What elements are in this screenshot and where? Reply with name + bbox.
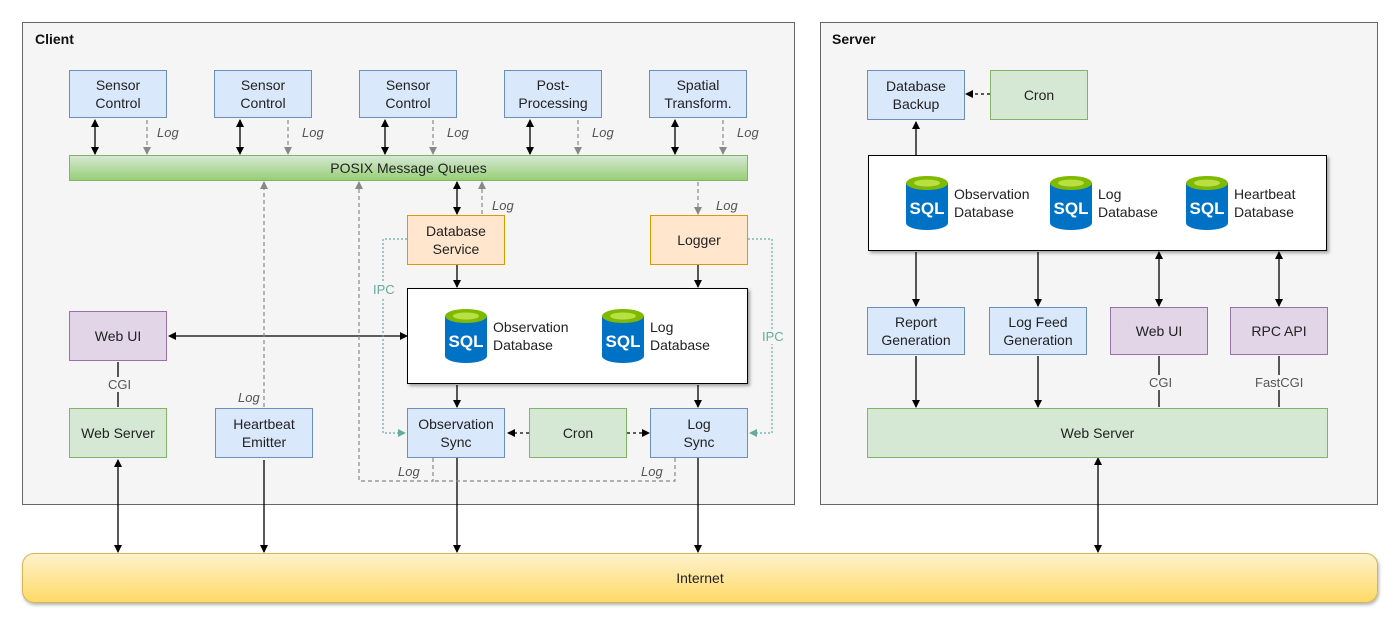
server-heartbeat-database-label: Heartbeat Database	[1234, 186, 1296, 220]
log-label: Log	[157, 125, 179, 140]
log-label: Log	[492, 198, 514, 213]
cgi-label: CGI	[1147, 375, 1175, 390]
sql-icon-text: SQL	[606, 332, 641, 351]
server-web-server[interactable]: Web Server	[867, 408, 1328, 458]
client-web-ui[interactable]: Web UI	[69, 311, 167, 361]
database-service[interactable]: Database Service	[407, 215, 505, 265]
log-label: Log	[238, 390, 260, 405]
database-backup[interactable]: Database Backup	[867, 70, 965, 120]
sensor-control-3[interactable]: Sensor Control	[359, 70, 457, 118]
server-log-database-label: Log Database	[1098, 186, 1158, 220]
log-label: Log	[641, 464, 663, 479]
cgi-label: CGI	[106, 377, 134, 392]
client-log-database: SQL Log Database	[600, 308, 710, 364]
server-cron[interactable]: Cron	[990, 70, 1088, 120]
client-web-server[interactable]: Web Server	[69, 408, 167, 458]
sql-icon-text: SQL	[449, 332, 484, 351]
sql-icon-text: SQL	[1190, 199, 1225, 218]
rpc-api[interactable]: RPC API	[1230, 307, 1328, 355]
sensor-control-1[interactable]: Sensor Control	[69, 70, 167, 118]
spatial-transform[interactable]: Spatial Transform.	[649, 70, 747, 118]
log-label: Log	[302, 125, 324, 140]
log-feed-generation[interactable]: Log Feed Generation	[989, 307, 1087, 355]
client-observation-database-label: Observation Database	[493, 319, 569, 353]
fastcgi-label: FastCGI	[1253, 375, 1306, 390]
client-observation-database: SQL Observation Database	[443, 308, 568, 364]
log-label: Log	[716, 198, 738, 213]
log-label: Log	[447, 125, 469, 140]
client-title: Client	[35, 31, 74, 47]
sql-database-icon: SQL	[1186, 176, 1228, 230]
sql-database-icon: SQL	[906, 176, 948, 230]
log-label: Log	[737, 125, 759, 140]
server-log-database: SQL Log Database	[1048, 175, 1158, 231]
sql-icon-text: SQL	[910, 199, 945, 218]
report-generation[interactable]: Report Generation	[867, 307, 965, 355]
log-sync[interactable]: Log Sync	[650, 408, 748, 458]
heartbeat-emitter[interactable]: Heartbeat Emitter	[215, 408, 313, 458]
log-label: Log	[592, 125, 614, 140]
ipc-label: IPC	[373, 282, 395, 297]
logger[interactable]: Logger	[650, 215, 748, 265]
internet-bar[interactable]: Internet	[22, 553, 1378, 603]
ipc-label: IPC	[762, 329, 784, 344]
log-label: Log	[398, 464, 420, 479]
server-heartbeat-database: SQL Heartbeat Database	[1184, 175, 1295, 231]
sql-database-icon: SQL	[1050, 176, 1092, 230]
server-title: Server	[832, 31, 876, 47]
server-web-ui[interactable]: Web UI	[1110, 307, 1208, 355]
post-processing[interactable]: Post- Processing	[504, 70, 602, 118]
sensor-control-2[interactable]: Sensor Control	[214, 70, 312, 118]
sql-icon-text: SQL	[1054, 199, 1089, 218]
posix-message-queues[interactable]: POSIX Message Queues	[69, 155, 748, 181]
client-cron[interactable]: Cron	[529, 408, 627, 458]
client-log-database-label: Log Database	[650, 319, 710, 353]
observation-sync[interactable]: Observation Sync	[407, 408, 505, 458]
server-observation-database-label: Observation Database	[954, 186, 1030, 220]
server-observation-database: SQL Observation Database	[904, 175, 1029, 231]
sql-database-icon: SQL	[445, 309, 487, 363]
sql-database-icon: SQL	[602, 309, 644, 363]
